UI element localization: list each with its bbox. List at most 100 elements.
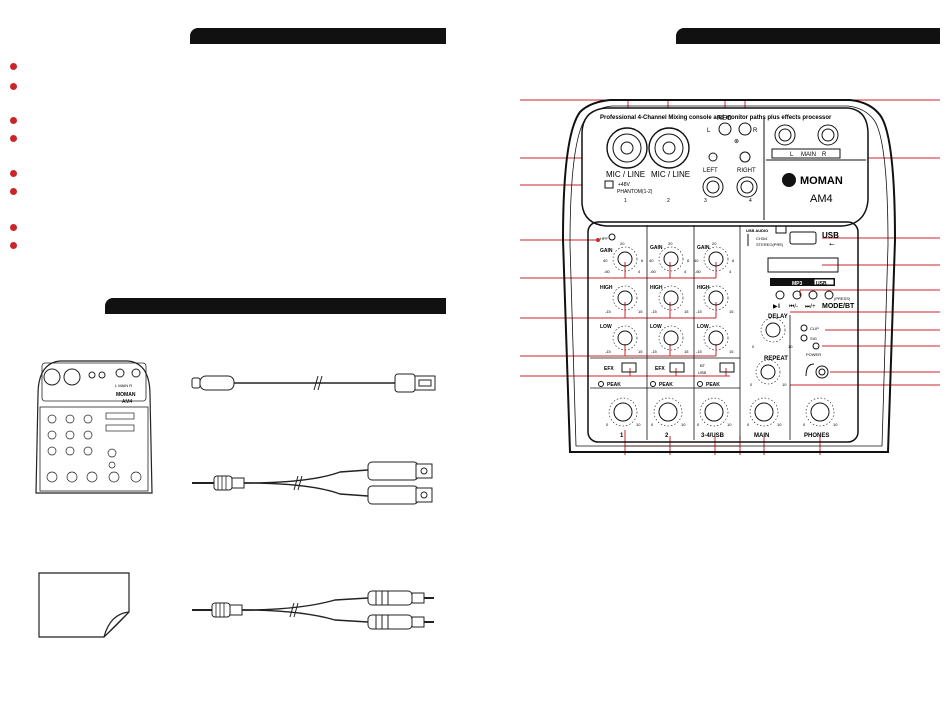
eq-scale-min: -15: [651, 349, 658, 354]
eq-scale-min: -15: [605, 309, 612, 314]
sig-led: [800, 334, 808, 342]
high-label-1: HIGH: [600, 285, 613, 291]
bullet-marker: [10, 117, 17, 124]
main-level-label: MAIN: [754, 433, 769, 439]
phantom-switch[interactable]: [604, 180, 614, 189]
channel-label-34usb: 3-4/USB: [701, 433, 725, 439]
level-scale-max: 10: [727, 422, 732, 427]
efx-button-2[interactable]: [669, 362, 685, 373]
gain-scale-min: -60: [650, 269, 657, 274]
usb-cable-illustration: [190, 368, 440, 398]
bullet-marker: [10, 83, 17, 90]
next-label: ⏭/+: [805, 304, 816, 310]
gain-label-3: GAIN: [697, 245, 710, 251]
press-label: (PRESS): [834, 296, 851, 301]
mic-line-label-1: MIC / LINE: [606, 170, 645, 179]
eq-scale-max: 15: [684, 309, 689, 314]
channel-number-1: 1: [624, 198, 627, 204]
gain-scale-left: 40: [603, 258, 608, 263]
mode-bt-button[interactable]: [824, 290, 834, 300]
usb-symbol-icon: ⭠: [829, 241, 835, 248]
brand-name: MOMAN: [800, 175, 843, 187]
rec-label: REC: [717, 115, 732, 122]
phantom-line2: PHANTOM(1-2): [617, 189, 653, 195]
mixer-thumbnail: L MAIN R MOMAN AM4: [30, 355, 158, 500]
mini-brand: MOMAN: [116, 392, 136, 398]
power-led: [812, 342, 820, 350]
ch34-label: CH3/4: [756, 236, 768, 241]
gain-scale-right: 6: [687, 258, 690, 263]
gain-scale-left: 40: [694, 258, 699, 263]
gain-label-2: GAIN: [650, 245, 663, 251]
line-in-left-jack[interactable]: [702, 176, 724, 198]
hpf-button[interactable]: [608, 233, 616, 241]
eq-scale-min: -15: [605, 349, 612, 354]
rec-l-label: L: [707, 128, 711, 134]
repeat-label: REPEAT: [764, 356, 788, 362]
main-out-label: MAIN: [801, 152, 816, 158]
level-scale-min: 0: [803, 422, 806, 427]
bullet-marker: [10, 224, 17, 231]
section-header-bar-accessories: [105, 298, 446, 314]
rec-left-jack[interactable]: [718, 122, 732, 136]
gain-scale-min: -60: [604, 269, 611, 274]
gain-scale-top: 20: [620, 241, 625, 246]
rec-right-jack[interactable]: [738, 122, 752, 136]
channel-number-3: 3: [704, 198, 707, 204]
device-banner: Professional 4-Channel Mixing console an…: [600, 115, 832, 121]
level-scale-min: 0: [606, 422, 609, 427]
source-select-button[interactable]: [719, 362, 735, 373]
section-header-bar-top-right: [676, 28, 940, 44]
headphone-icon: [805, 363, 815, 377]
low-label-2: LOW: [650, 324, 662, 330]
line-in-right-jack[interactable]: [736, 176, 758, 198]
usb-audio-switch[interactable]: [775, 225, 787, 234]
efx-label-1: EFX: [604, 366, 614, 372]
delay-scale-max: 10: [788, 344, 793, 349]
level-scale-max: 10: [833, 422, 838, 427]
brand-logo-icon: [782, 173, 796, 187]
play-pause-label: ▶‖: [773, 304, 780, 310]
peak-label-3: PEAK: [706, 382, 720, 388]
mp3-display: [767, 257, 839, 273]
level-scale-max: 10: [777, 422, 782, 427]
peak-label-1: PEAK: [607, 382, 621, 388]
eq-scale-max: 15: [638, 309, 643, 314]
gain-scale-left: 40: [649, 258, 654, 263]
sig-label: SIG: [810, 336, 817, 341]
rec-r-label: R: [753, 128, 758, 134]
y-splitter-cable-illustration: [190, 458, 440, 508]
gain-scale-max: 4: [684, 269, 687, 274]
usb-badge: USB: [816, 281, 827, 287]
peak-label-2: PEAK: [659, 382, 673, 388]
bullet-marker: [10, 135, 17, 142]
level-scale-min: 0: [651, 422, 654, 427]
bt-label: BT: [700, 363, 706, 368]
play-pause-button[interactable]: [775, 290, 785, 300]
gain-label-1: GAIN: [600, 248, 613, 254]
eq-scale-max: 15: [729, 309, 734, 314]
low-label-1: LOW: [600, 324, 612, 330]
next-button[interactable]: [808, 290, 818, 300]
repeat-scale-max: 10: [782, 382, 787, 387]
main-out-left-jack[interactable]: [774, 124, 796, 146]
power-label: POWER: [806, 352, 821, 357]
hpf-label: HPF: [600, 236, 609, 241]
phantom-line1: +48V: [618, 182, 630, 188]
gain-scale-top: 20: [668, 241, 673, 246]
efx-label-2: EFX: [655, 366, 665, 372]
document-card-illustration: [38, 572, 130, 638]
prev-label: ⏮/-: [789, 304, 798, 310]
mixer-front-panel-diagram: Professional 4-Channel Mixing console an…: [490, 90, 950, 460]
clip-label: CLIP: [810, 326, 819, 331]
headphone-jack[interactable]: [815, 365, 829, 379]
efx-button-1[interactable]: [621, 362, 637, 373]
usb-port[interactable]: [789, 231, 817, 245]
main-out-right-jack[interactable]: [817, 124, 839, 146]
prev-button[interactable]: [792, 290, 802, 300]
mp3-badge: MP3: [792, 281, 803, 287]
model-name: AM4: [810, 193, 833, 205]
gain-scale-right: 6: [732, 258, 735, 263]
level-scale-max: 10: [681, 422, 686, 427]
bullet-marker: [10, 63, 17, 70]
